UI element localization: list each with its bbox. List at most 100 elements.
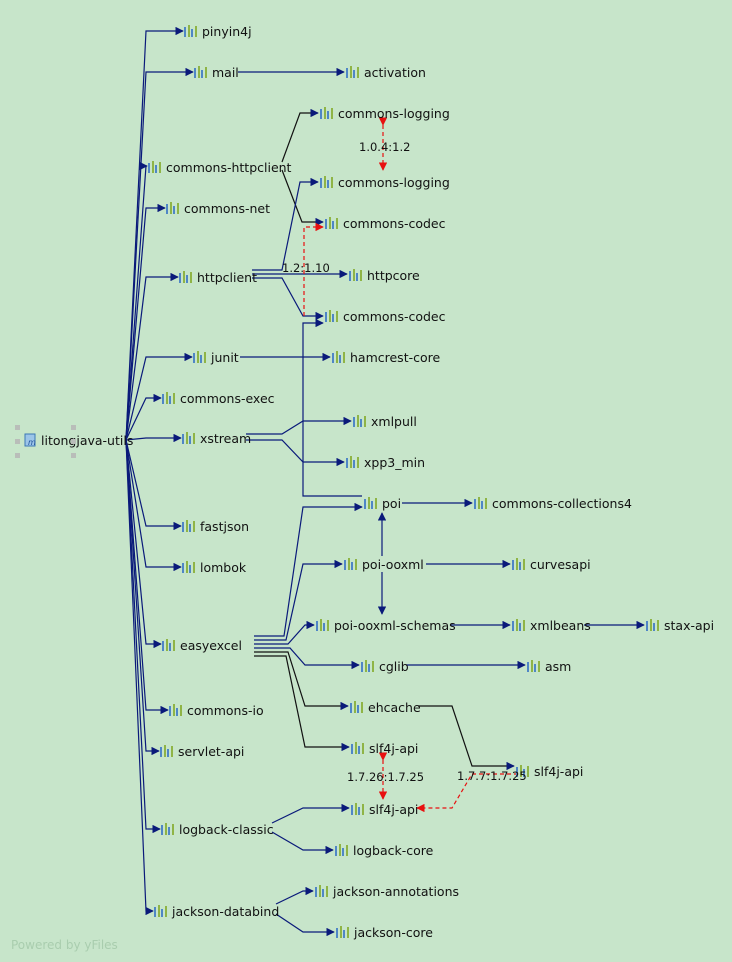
node-easyexcel[interactable]: easyexcel xyxy=(162,636,242,654)
node-slf4j-api-2[interactable]: slf4j-api xyxy=(516,762,583,780)
node-commons-net[interactable]: commons-net xyxy=(166,199,270,217)
root-edge xyxy=(125,393,162,441)
node-label: junit xyxy=(211,349,239,365)
dependency-edge xyxy=(275,886,314,905)
library-icon xyxy=(316,619,331,631)
node-commons-logging-1[interactable]: commons-logging xyxy=(320,104,450,122)
node-poi-ooxml-schemas[interactable]: poi-ooxml-schemas xyxy=(316,616,456,634)
library-icon xyxy=(361,660,376,672)
library-icon xyxy=(332,351,347,363)
dependency-edge xyxy=(254,647,360,670)
node-jackson-databind[interactable]: jackson-databind xyxy=(154,902,279,920)
root-node[interactable]: m litongjava-utils xyxy=(24,431,133,449)
selection-handle[interactable] xyxy=(71,453,76,458)
selection-handle[interactable] xyxy=(71,439,76,444)
dependency-edge xyxy=(252,177,319,271)
library-icon xyxy=(516,765,531,777)
library-icon xyxy=(161,823,176,835)
dependency-edge xyxy=(271,803,350,824)
node-junit[interactable]: junit xyxy=(193,348,239,366)
node-mail[interactable]: mail xyxy=(194,63,239,81)
node-fastjson[interactable]: fastjson xyxy=(182,517,249,535)
node-label: commons-exec xyxy=(180,390,275,406)
node-label: easyexcel xyxy=(180,637,242,653)
node-curvesapi[interactable]: curvesapi xyxy=(512,555,591,573)
node-label: commons-codec xyxy=(343,215,446,231)
node-poi-ooxml[interactable]: poi-ooxml xyxy=(344,555,424,573)
node-label: asm xyxy=(545,658,572,674)
conflict-label-commons-logging: 1.0.4:1.2 xyxy=(359,140,411,154)
node-commons-exec[interactable]: commons-exec xyxy=(162,389,275,407)
node-activation[interactable]: activation xyxy=(346,63,426,81)
node-label: servlet-api xyxy=(178,743,245,759)
dependency-edge xyxy=(246,439,345,467)
dependency-edge xyxy=(271,831,334,855)
root-edge xyxy=(125,67,194,441)
conflict-edges xyxy=(303,117,518,813)
library-icon xyxy=(346,456,361,468)
conflict-edge xyxy=(416,773,518,813)
node-slf4j-api-1[interactable]: slf4j-api xyxy=(351,739,418,757)
conflict-label-slf4j-diagonal: 1.7.7:1.7.25 xyxy=(457,769,527,783)
library-icon xyxy=(154,905,169,917)
library-icon xyxy=(182,561,197,573)
node-commons-io[interactable]: commons-io xyxy=(169,701,264,719)
node-logback-core[interactable]: logback-core xyxy=(335,841,433,859)
dependency-edges xyxy=(125,26,645,937)
node-asm[interactable]: asm xyxy=(527,657,571,675)
node-httpclient[interactable]: httpclient xyxy=(179,268,257,286)
library-icon xyxy=(336,926,351,938)
node-ehcache[interactable]: ehcache xyxy=(350,698,421,716)
node-pinyin4j[interactable]: pinyin4j xyxy=(184,22,252,40)
node-xmlpull[interactable]: xmlpull xyxy=(353,412,417,430)
library-icon xyxy=(527,660,542,672)
selection-handle[interactable] xyxy=(71,425,76,430)
node-commons-codec-2[interactable]: commons-codec xyxy=(325,307,445,325)
node-label: curvesapi xyxy=(530,556,591,572)
node-commons-logging-2[interactable]: commons-logging xyxy=(320,173,450,191)
node-label: xmlbeans xyxy=(530,617,591,633)
dependency-edge xyxy=(302,318,362,497)
node-commons-collections4[interactable]: commons-collections4 xyxy=(474,494,632,512)
library-icon xyxy=(325,217,340,229)
root-edge xyxy=(125,439,182,572)
node-jackson-annotations[interactable]: jackson-annotations xyxy=(315,882,459,900)
node-stax-api[interactable]: stax-api xyxy=(646,616,714,634)
node-commons-httpclient[interactable]: commons-httpclient xyxy=(148,158,291,176)
library-icon xyxy=(346,66,361,78)
node-xmlbeans[interactable]: xmlbeans xyxy=(512,616,591,634)
library-icon xyxy=(160,745,175,757)
selection-handle[interactable] xyxy=(15,439,20,444)
node-label: commons-logging xyxy=(338,174,450,190)
node-slf4j-api-3[interactable]: slf4j-api xyxy=(351,800,418,818)
selection-handle[interactable] xyxy=(15,453,20,458)
library-icon xyxy=(512,558,527,570)
node-httpcore[interactable]: httpcore xyxy=(349,266,420,284)
dependency-edge xyxy=(246,416,352,435)
node-label: logback-classic xyxy=(179,821,274,837)
node-label: xmlpull xyxy=(371,413,417,429)
root-edge xyxy=(125,203,166,441)
node-xpp3-min[interactable]: xpp3_min xyxy=(346,453,425,471)
dependency-edge xyxy=(275,913,335,937)
node-poi[interactable]: poi xyxy=(364,494,401,512)
root-edge xyxy=(125,439,162,649)
root-label: litongjava-utils xyxy=(41,432,134,448)
node-commons-codec-1[interactable]: commons-codec xyxy=(325,214,445,232)
node-lombok[interactable]: lombok xyxy=(182,558,246,576)
node-jackson-core[interactable]: jackson-core xyxy=(336,923,433,941)
node-logback-classic[interactable]: logback-classic xyxy=(161,820,274,838)
library-icon xyxy=(162,392,177,404)
node-xstream[interactable]: xstream xyxy=(182,429,251,447)
node-hamcrest-core[interactable]: hamcrest-core xyxy=(332,348,440,366)
dependency-edge xyxy=(281,169,324,227)
node-cglib[interactable]: cglib xyxy=(361,657,409,675)
root-edge xyxy=(125,439,160,756)
node-label: fastjson xyxy=(200,518,250,534)
dependency-edge xyxy=(254,502,363,637)
node-label: slf4j-api xyxy=(369,740,419,756)
selection-handle[interactable] xyxy=(15,425,20,430)
library-icon xyxy=(162,639,177,651)
node-servlet-api[interactable]: servlet-api xyxy=(160,742,244,760)
